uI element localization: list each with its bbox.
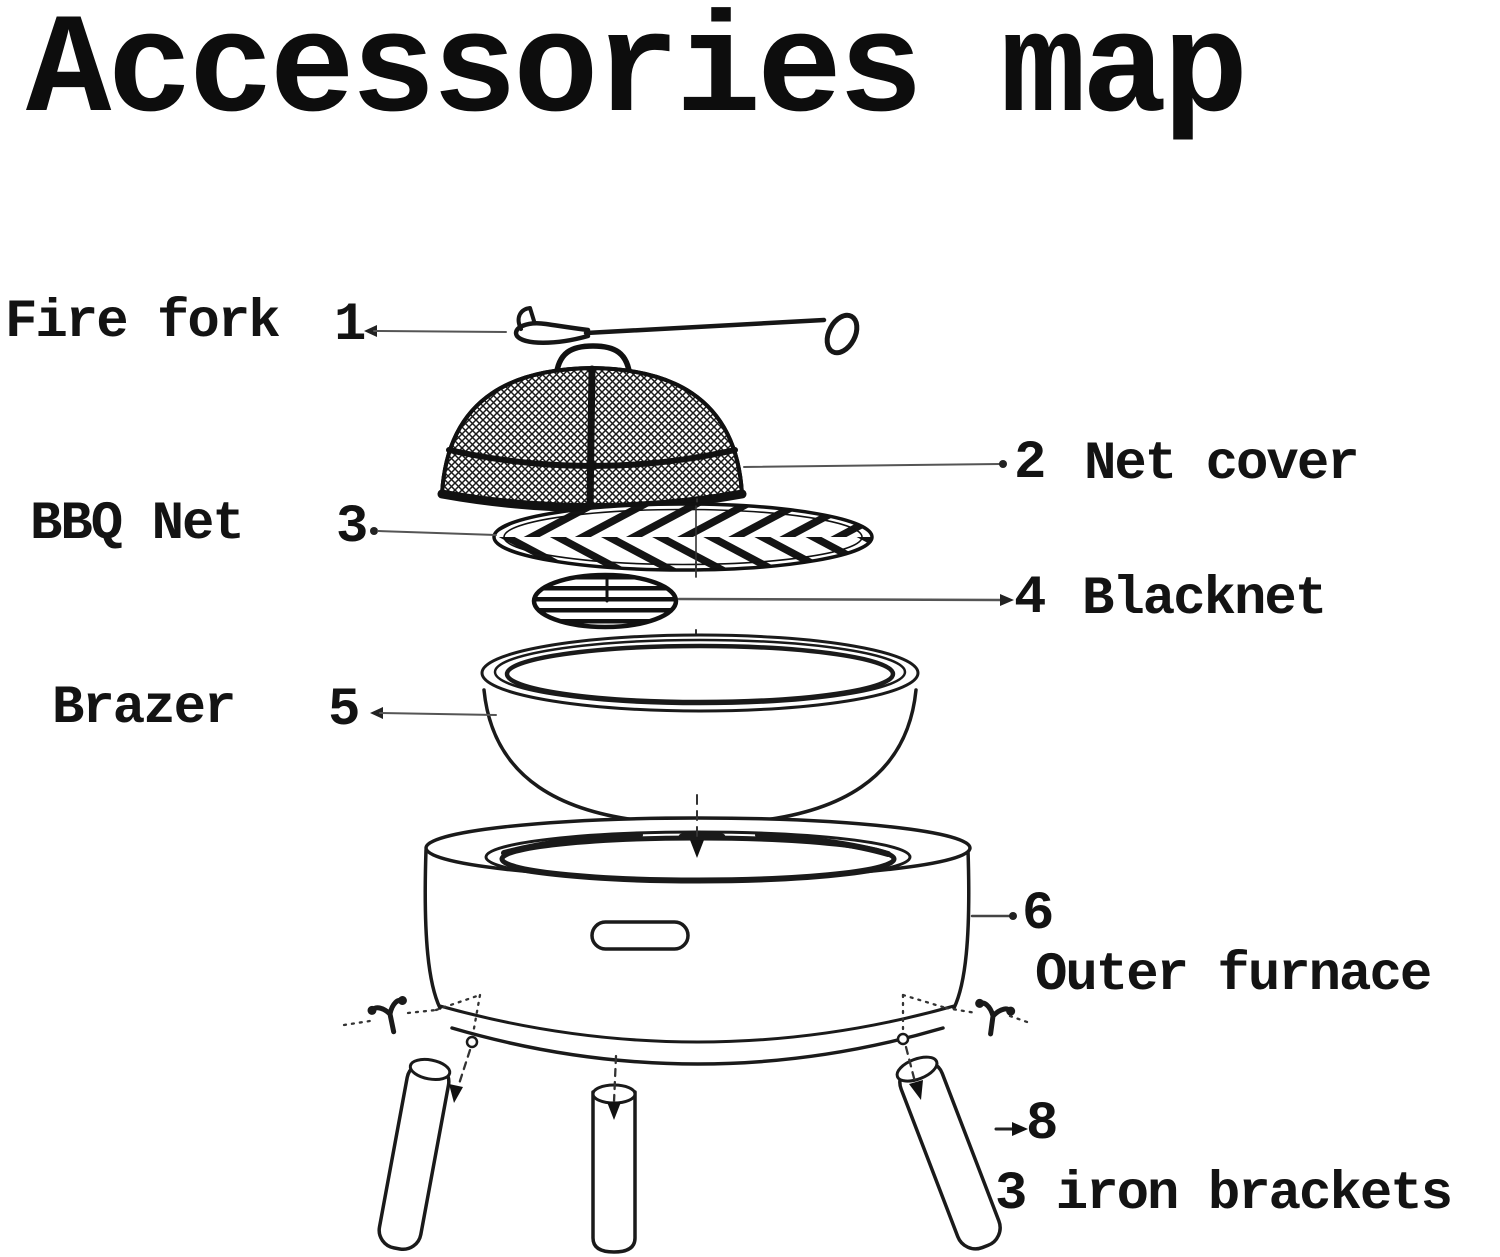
number-iron-brackets: 8 <box>1026 1094 1058 1155</box>
blacknet-drawing <box>531 572 1014 630</box>
label-blacknet: Blacknet <box>1082 569 1327 630</box>
number-bbq-net: 3 <box>336 497 368 558</box>
number-blacknet: 4 <box>1014 568 1046 629</box>
leader-line-2 <box>743 460 1007 468</box>
leg-arrow-middle <box>607 1054 621 1120</box>
leader-line-5 <box>370 707 497 719</box>
leader-line-1 <box>364 325 507 337</box>
leader-line-6 <box>970 912 1017 920</box>
furnace-wall-right <box>952 848 971 1010</box>
brazer-drawing <box>370 633 920 826</box>
leader-line-4 <box>677 594 1014 606</box>
bolt-left-icon <box>367 995 407 1035</box>
fire-fork-hook <box>513 321 591 345</box>
screw-hole-right <box>896 1032 910 1046</box>
label-outer-furnace: Outer furnace <box>1035 945 1432 1006</box>
net-cover-handle <box>553 343 633 381</box>
leg-arrow-left <box>449 1048 472 1103</box>
leg-arrow-right <box>904 1045 923 1100</box>
furnace-skirt-bottom <box>450 1026 945 1066</box>
blacknet-outline <box>531 572 679 630</box>
brazer-rim <box>480 633 920 713</box>
page-title: Accessories map <box>26 0 1248 153</box>
leader-line-3 <box>370 527 497 536</box>
label-bbq-net: BBQ Net <box>30 494 245 555</box>
net-cover-rib <box>586 365 596 511</box>
label-brazer: Brazer <box>52 678 236 739</box>
label-fire-fork: Fire fork <box>5 292 281 353</box>
bbq-net-drawing <box>370 502 874 572</box>
fire-fork-drawing <box>364 306 860 356</box>
furnace-skirt-crease <box>438 1004 956 1044</box>
outer-furnace-drawing <box>423 816 1017 1080</box>
furnace-wall-left <box>423 848 442 1010</box>
screw-hole-left <box>465 1035 479 1049</box>
number-brazer: 5 <box>328 680 360 741</box>
number-outer-furnace: 6 <box>1022 884 1054 945</box>
fire-fork-rod <box>583 317 827 336</box>
bbq-net-outline <box>492 502 874 572</box>
number-fire-fork: 1 <box>334 295 366 356</box>
fire-fork-handle-ring <box>824 312 860 356</box>
label-net-cover: Net cover <box>1084 434 1360 495</box>
assembly-guides-left <box>342 993 482 1036</box>
label-iron-brackets: 3 iron brackets <box>995 1164 1453 1225</box>
net-cover-drawing <box>437 343 1007 512</box>
fire-fork-hook-tip <box>516 306 536 331</box>
leader-line-8 <box>994 1122 1028 1136</box>
bolt-right-icon <box>975 998 1016 1037</box>
axis-arrow-into-furnace <box>690 794 704 858</box>
number-net-cover: 2 <box>1014 433 1046 494</box>
leg-left-drawing <box>377 1057 452 1252</box>
assembly-guides-right <box>901 993 1032 1032</box>
leg-right-drawing <box>895 1055 1002 1251</box>
furnace-handle-slot <box>590 920 690 951</box>
